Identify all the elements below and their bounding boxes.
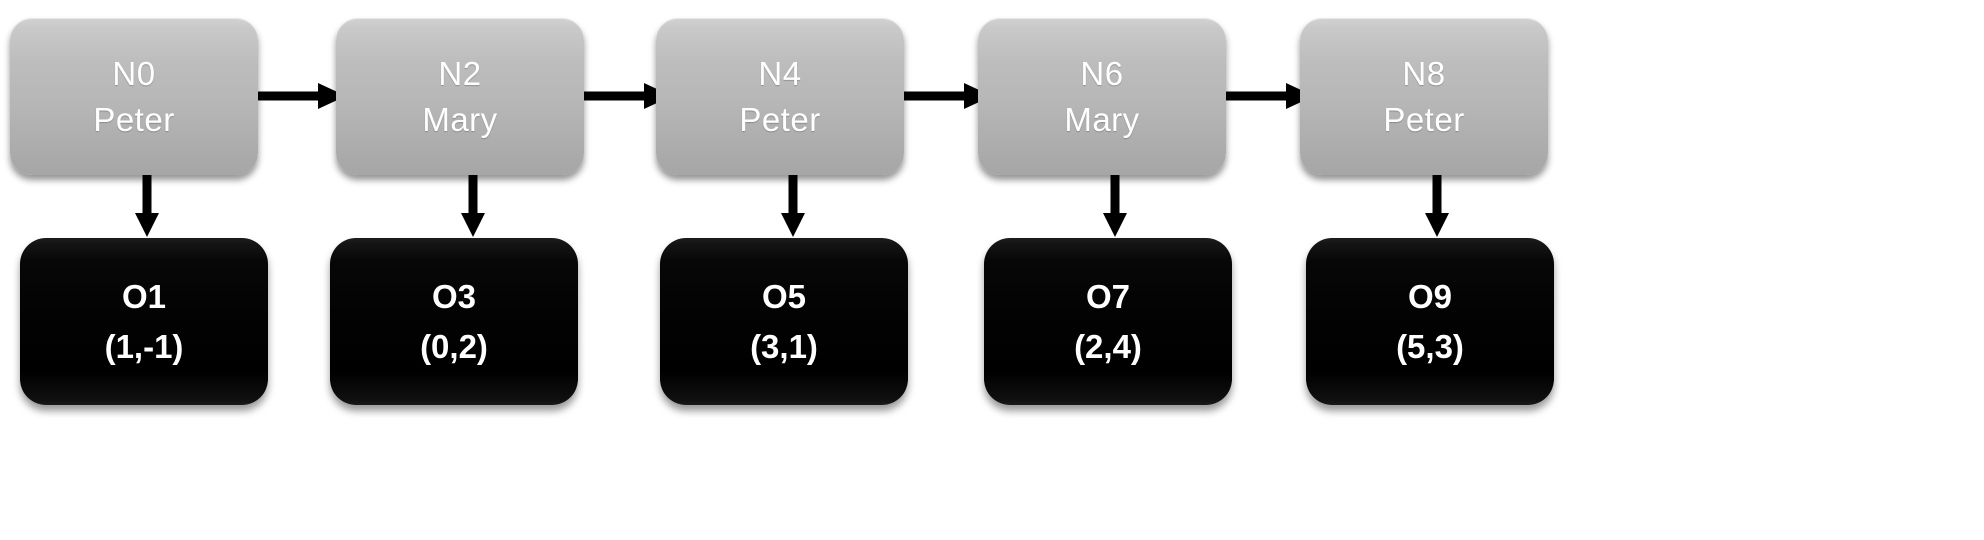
observation-node-o9[interactable]: O9 (5,3) (1306, 238, 1554, 405)
arrow-right-icon (258, 72, 348, 120)
chain-column: N2 Mary O3 (0,2) (330, 0, 672, 540)
observation-node-o3[interactable]: O3 (0,2) (330, 238, 578, 405)
actor-node-n0[interactable]: N0 Peter (10, 18, 258, 175)
observation-coords: (2,4) (1074, 327, 1142, 365)
chain-column: N4 Peter O5 (3,1) (656, 0, 992, 540)
observation-id: O1 (121, 277, 167, 315)
actor-name: Mary (1064, 100, 1140, 138)
observation-id: O7 (1085, 277, 1131, 315)
arrow-down-icon (134, 175, 160, 239)
observation-coords: (5,3) (1396, 327, 1464, 365)
actor-name: Mary (422, 100, 498, 138)
observation-node-o7[interactable]: O7 (2,4) (984, 238, 1232, 405)
actor-name: Peter (1383, 100, 1465, 138)
arrow-down-icon (1102, 175, 1128, 239)
observation-id: O3 (431, 277, 477, 315)
actor-name: Peter (93, 100, 175, 138)
actor-node-n8[interactable]: N8 Peter (1300, 18, 1548, 175)
arrow-down-icon (1424, 175, 1450, 239)
actor-id: N6 (1080, 54, 1124, 92)
observation-coords: (0,2) (420, 327, 488, 365)
observation-coords: (3,1) (750, 327, 818, 365)
observation-node-o1[interactable]: O1 (1,-1) (20, 238, 268, 405)
arrow-down-icon (780, 175, 806, 239)
observation-id: O5 (761, 277, 807, 315)
actor-id: N2 (438, 54, 482, 92)
arrow-down-icon (460, 175, 486, 239)
observation-id: O9 (1407, 277, 1453, 315)
actor-id: N4 (758, 54, 802, 92)
chain-column: N0 Peter O1 (1,-1) (10, 0, 346, 540)
actor-id: N8 (1402, 54, 1446, 92)
actor-name: Peter (739, 100, 821, 138)
actor-node-n2[interactable]: N2 Mary (336, 18, 584, 175)
observation-coords: (1,-1) (104, 327, 184, 365)
chain-column: N8 Peter O9 (5,3) (1300, 0, 1554, 540)
actor-node-n4[interactable]: N4 Peter (656, 18, 904, 175)
actor-id: N0 (112, 54, 156, 92)
chain-column: N6 Mary O7 (2,4) (978, 0, 1314, 540)
observation-node-o5[interactable]: O5 (3,1) (660, 238, 908, 405)
actor-node-n6[interactable]: N6 Mary (978, 18, 1226, 175)
